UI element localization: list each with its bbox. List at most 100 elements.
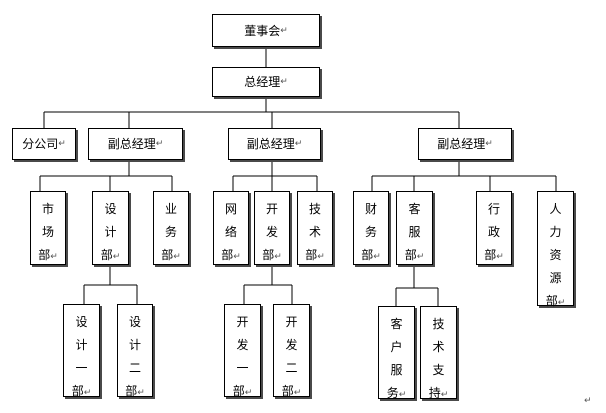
node-dept-network: 网络部↵	[213, 191, 249, 265]
node-label: 董事会	[244, 23, 281, 38]
node-label-char: 部↵	[281, 384, 302, 398]
paragraph-mark: ↵	[440, 390, 449, 400]
node-label-char: 发	[285, 338, 298, 352]
node-label-char: 财	[364, 202, 377, 216]
node-label-char: 部↵	[305, 248, 325, 262]
node-label-char: 计	[104, 225, 117, 239]
paragraph-mark: ↵	[398, 390, 407, 400]
node-label-char: 业	[164, 202, 177, 216]
node-general-manager: 总经理↵	[212, 67, 320, 97]
node-label-char: 技	[308, 202, 321, 216]
paragraph-mark: ↵	[50, 252, 58, 262]
node-label-char: 人	[549, 202, 562, 216]
node-label-char: 部↵	[262, 248, 282, 262]
paragraph-mark: ↵	[416, 252, 425, 262]
node-label-char: 术	[308, 225, 321, 239]
node-label-char: 设	[75, 315, 88, 329]
node-label-char: 务	[364, 225, 377, 239]
node-label-char: 开	[236, 315, 249, 329]
node-dept-design: 设计部↵	[92, 191, 129, 265]
node-label-char: 部↵	[38, 248, 58, 262]
paragraph-mark: ↵	[496, 252, 504, 262]
node-label-char: 支	[432, 363, 445, 377]
node-tech-support: 技术支持↵	[420, 306, 457, 400]
node-dept-hr: 人力资源部↵	[537, 191, 574, 308]
paragraph-mark: ↵	[280, 25, 288, 36]
node-vp-3: 副总经理↵	[418, 128, 512, 160]
node-label-char: 部↵	[71, 384, 92, 398]
paragraph-mark: ↵	[373, 252, 381, 262]
node-dept-finance: 财务部↵	[353, 191, 389, 265]
node-label-char: 部↵	[161, 248, 181, 262]
node-label-char: 客	[390, 317, 403, 331]
node-label-char: 络	[224, 225, 237, 239]
node-label-char: 计	[128, 338, 141, 352]
node-dept-tech: 技术部↵	[297, 191, 333, 265]
node-label: 分公司	[22, 137, 59, 151]
node-label-char: 市	[41, 202, 54, 216]
node-design-1: 设计一部↵	[63, 304, 100, 398]
node-design-2: 设计二部↵	[117, 304, 153, 398]
node-label-char: 场	[41, 225, 54, 239]
paragraph-mark: ↵	[173, 252, 181, 262]
node-label-char: 部↵	[484, 248, 504, 262]
node-label-char: 持↵	[428, 386, 449, 400]
paragraph-mark: ↵	[233, 252, 241, 262]
node-dept-admin: 行政部↵	[476, 191, 512, 265]
paragraph-mark: ↵	[137, 388, 145, 398]
node-label-char: 务↵	[386, 386, 407, 400]
node-label-char: 户	[390, 340, 403, 354]
node-label-char: 部↵	[361, 248, 381, 262]
node-label-char: 部↵	[545, 294, 566, 308]
node-dept-customer: 客服部↵	[396, 191, 433, 265]
node-dept-business: 业务部↵	[153, 191, 189, 265]
node-label-char: 力	[549, 225, 562, 239]
node-label-char: 一	[75, 361, 88, 375]
node-label-char: 资	[549, 248, 562, 262]
paragraph-mark: ↵	[557, 298, 566, 308]
node-label-char: 源	[549, 271, 562, 285]
node-label-char: 二	[128, 361, 141, 375]
node-label-char: 网	[224, 202, 237, 216]
node-dept-dev: 开发部↵	[254, 191, 290, 265]
node-label-char: 行	[487, 202, 500, 216]
node-label-char: 开	[265, 202, 278, 216]
node-label-char: 技	[432, 317, 445, 331]
node-label-char: 客	[408, 202, 421, 216]
paragraph-mark: ↵	[155, 139, 164, 149]
node-dept-market: 市场部↵	[30, 191, 66, 265]
node-label: 副总经理	[246, 137, 295, 151]
node-label: 副总经理	[107, 137, 156, 151]
node-label-char: 部↵	[125, 384, 145, 398]
node-label: 总经理	[244, 75, 281, 89]
node-label-char: 服	[408, 225, 421, 239]
node-label-char: 开	[285, 315, 298, 329]
node-board: 董事会↵	[212, 14, 320, 47]
node-label-char: 设	[104, 202, 117, 216]
node-label-char: 部↵	[232, 384, 253, 398]
node-label-char: 发	[236, 338, 249, 352]
paragraph-mark: ↵	[485, 139, 493, 149]
node-customer-service: 客户服务↵	[378, 306, 415, 400]
node-label-char: 一	[236, 361, 249, 375]
node-label-char: 设	[128, 315, 141, 329]
paragraph-mark: ↵	[274, 252, 282, 262]
paragraph-mark: ↵	[294, 139, 303, 149]
node-label-char: 术	[432, 340, 445, 354]
node-label-char: 政	[487, 225, 500, 239]
node-vp-2: 副总经理↵	[228, 128, 321, 160]
paragraph-mark: ↵	[280, 77, 288, 87]
node-branch: 分公司↵	[12, 128, 76, 160]
node-vp-1: 副总经理↵	[88, 128, 183, 160]
paragraph-mark: ↵	[244, 388, 253, 398]
paragraph-mark: ↵	[317, 252, 325, 262]
node-dev-2: 开发二部↵	[273, 304, 310, 398]
node-label-char: 部↵	[221, 248, 241, 262]
paragraph-mark: ↵	[112, 252, 121, 262]
paragraph-mark: ↵	[584, 396, 592, 406]
node-label-char: 务	[164, 225, 177, 239]
node-label: 副总经理	[437, 137, 486, 151]
node-label-char: 计	[75, 338, 88, 352]
